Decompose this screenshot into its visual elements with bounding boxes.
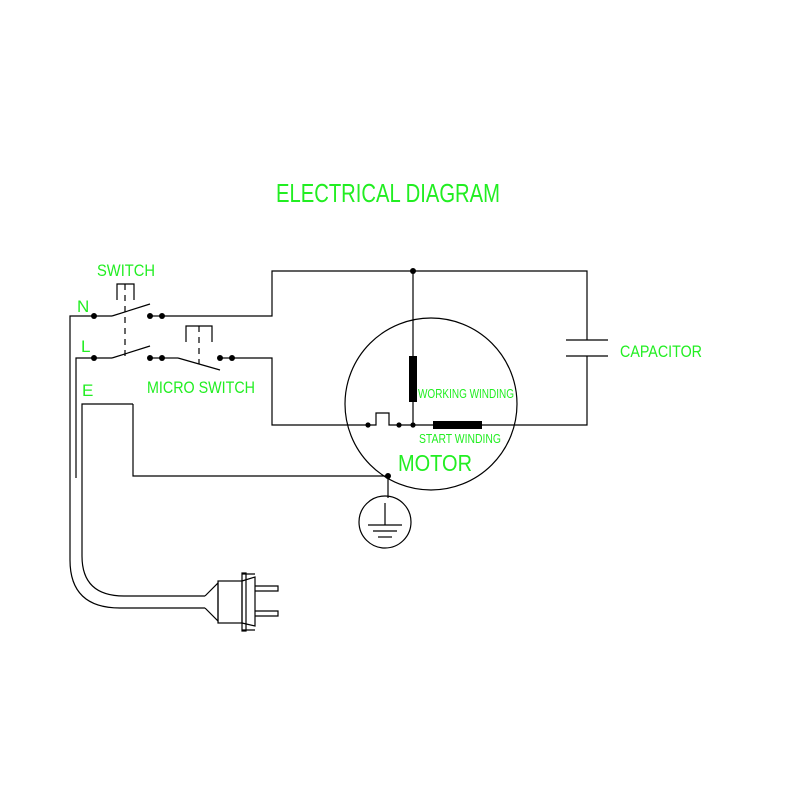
motor-icon bbox=[344, 317, 518, 491]
motor-label: MOTOR bbox=[398, 450, 472, 476]
start-winding-label: START WINDING bbox=[419, 431, 501, 446]
working-winding-label: WORKING WINDING bbox=[418, 386, 514, 401]
supply-wires bbox=[69, 315, 205, 609]
earth-ground-icon bbox=[358, 495, 412, 549]
switch-icon bbox=[91, 283, 165, 361]
micro-switch-icon bbox=[162, 325, 235, 371]
neutral-label: N bbox=[77, 297, 89, 316]
switch-label: SWITCH bbox=[97, 261, 155, 280]
micro-switch-label: MICRO SWITCH bbox=[147, 378, 255, 397]
capacitor-label: CAPACITOR bbox=[620, 342, 702, 361]
diagram-title: ELECTRICAL DIAGRAM bbox=[276, 178, 500, 208]
capacitor-icon bbox=[566, 339, 608, 357]
live-label: L bbox=[81, 337, 90, 356]
earth-label: E bbox=[82, 381, 93, 400]
circuit-wires bbox=[132, 268, 588, 498]
plug-icon bbox=[204, 572, 279, 632]
